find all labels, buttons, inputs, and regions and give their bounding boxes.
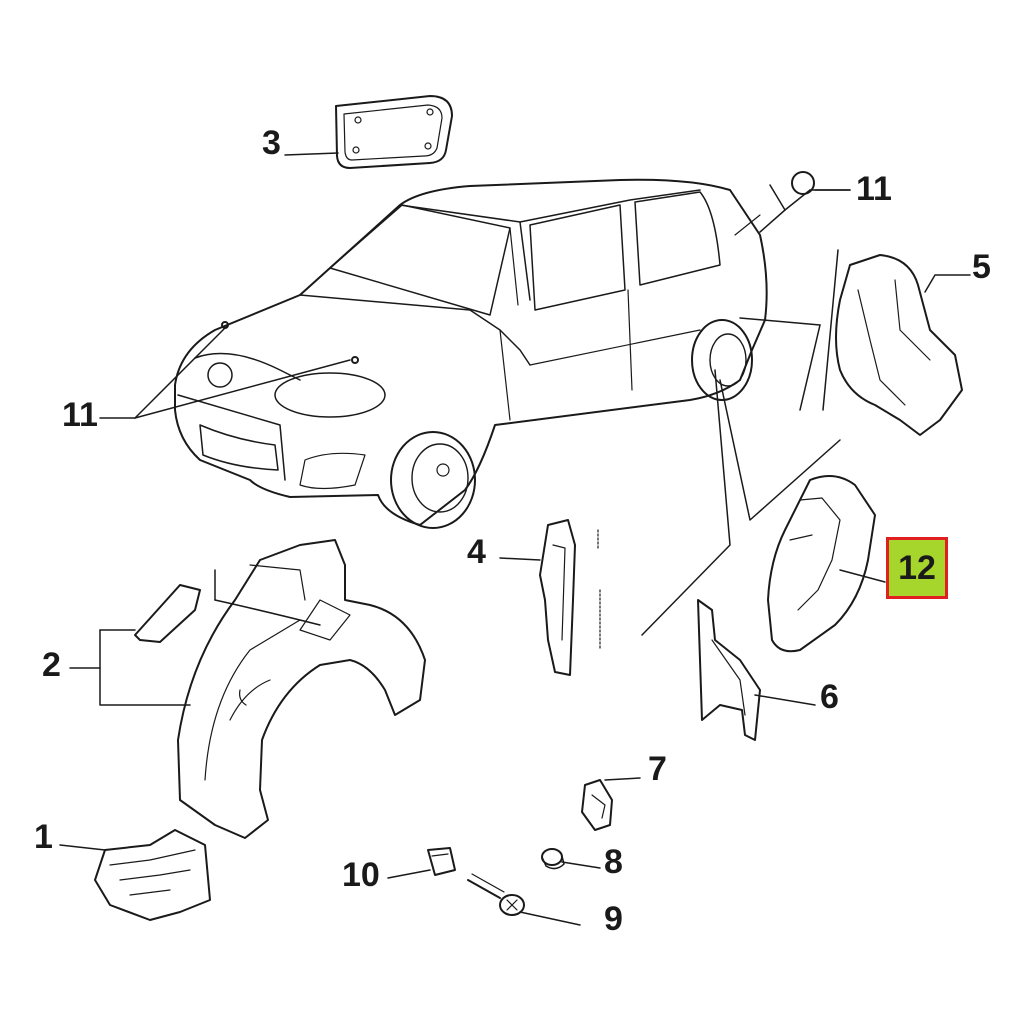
part-6-bracket <box>697 599 816 741</box>
callout-12: 12 <box>898 548 936 587</box>
part-8-spacer <box>541 848 601 870</box>
leader-lines <box>99 184 851 636</box>
part-7-clip-nut <box>581 777 641 831</box>
car-body <box>174 178 768 529</box>
callout-10: 10 <box>342 856 380 894</box>
part-12-liner <box>767 475 886 653</box>
part-11-clip <box>791 171 851 195</box>
callout-4: 4 <box>467 533 486 571</box>
callout-11-top: 11 <box>856 170 892 208</box>
callout-3: 3 <box>262 124 281 162</box>
callout-8: 8 <box>604 843 623 881</box>
callout-5: 5 <box>972 248 991 286</box>
part-4-strip <box>499 519 601 676</box>
callout-7: 7 <box>648 750 667 788</box>
part-2-liner <box>69 539 426 839</box>
callout-6: 6 <box>820 678 839 716</box>
callout-11-left: 11 <box>62 396 98 434</box>
callout-9: 9 <box>604 900 623 938</box>
callout-1: 1 <box>34 818 53 856</box>
part-3-cover-plate <box>284 95 453 169</box>
callout-12-highlight: 12 <box>886 537 948 599</box>
callout-2: 2 <box>42 646 61 684</box>
part-10-push-clip <box>387 847 456 879</box>
part-1-shield <box>59 829 211 921</box>
part-5-liner <box>822 249 971 436</box>
part-9-screw <box>467 873 581 926</box>
